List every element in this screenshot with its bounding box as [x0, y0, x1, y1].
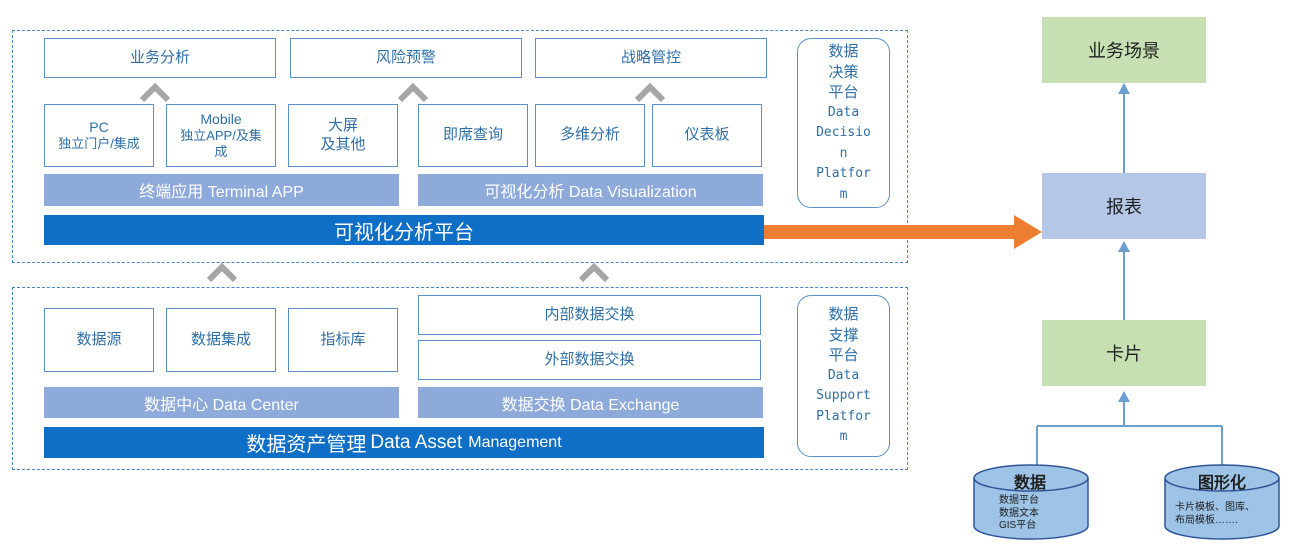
arrow-up-icon	[1118, 241, 1130, 252]
side-text: Data	[827, 104, 860, 120]
side-text: n	[839, 145, 848, 161]
data-visualization-bar: 可视化分析 Data Visualization	[418, 174, 763, 206]
business-scenario-box: 业务场景	[1042, 17, 1206, 83]
chevron-up-icon	[579, 262, 609, 282]
side-text: m	[839, 429, 848, 445]
decision-platform-frame	[12, 30, 908, 263]
app-mobile-title: Mobile	[200, 110, 242, 127]
external-exchange-box: 外部数据交换	[418, 340, 761, 380]
chevron-up-icon	[635, 82, 665, 102]
db-data-lines: 数据平台 数据文本 GIS平台	[999, 495, 1079, 533]
app-big-screen: 大屏 及其他	[288, 104, 398, 167]
support-platform-frame	[12, 287, 908, 470]
db-graphic-line: 布局模板…….	[1175, 514, 1238, 526]
decision-platform-label: 数据 决策 平台 Data Decisio n Platfor m	[797, 38, 890, 208]
flow-connectors	[1036, 83, 1223, 470]
app-pc: PC 独立门户/集成	[44, 104, 154, 167]
report-box: 报表	[1042, 173, 1206, 239]
side-text: Decisio	[816, 125, 871, 140]
database-cylinder-data	[973, 464, 1089, 540]
db-graphic-title: 图形化	[1197, 475, 1246, 492]
app-big-screen-desc: 及其他	[320, 135, 366, 153]
database-cylinder-graphic	[1164, 464, 1280, 540]
db-graphic-line: 卡片模板、图库、	[1175, 502, 1255, 513]
side-text: 支撑	[828, 325, 859, 344]
viz-adhoc-query: 即席查询	[418, 104, 528, 167]
data-center-bar: 数据中心 Data Center	[44, 387, 399, 418]
chevron-up-icon	[207, 262, 237, 282]
app-mobile: Mobile 独立APP/及集成	[166, 104, 276, 167]
app-pc-desc: 独立门户/集成	[58, 136, 140, 152]
asset-bar-zh: 数据资产管理	[246, 434, 367, 456]
data-source-box: 数据源	[44, 308, 154, 372]
app-big-screen-title: 大屏	[327, 116, 358, 134]
side-text: Data	[827, 367, 860, 383]
side-text: 数据	[828, 305, 859, 324]
side-text: 数据	[828, 42, 859, 60]
app-pc-title: PC	[89, 118, 109, 135]
support-platform-label: 数据 支撑 平台 Data Support Platfor m	[797, 295, 890, 457]
chevron-up-icon	[140, 82, 170, 102]
viz-dashboard: 仪表板	[652, 104, 762, 167]
arrow-right-icon	[764, 215, 1042, 249]
viz-multidim-analysis: 多维分析	[535, 104, 645, 167]
scenario-strategy-control: 战略管控	[535, 38, 767, 78]
side-text: 平台	[828, 346, 859, 365]
asset-bar-en2: Management	[468, 433, 562, 451]
card-box: 卡片	[1042, 320, 1206, 386]
scenario-business-analysis: 业务分析	[44, 38, 276, 78]
side-text: 平台	[828, 83, 859, 101]
asset-bar-en1: Data Asset	[370, 431, 463, 453]
side-text: Platfor	[816, 166, 871, 181]
side-text: m	[839, 186, 848, 202]
db-data-line: GIS平台	[999, 520, 1037, 531]
terminal-app-bar: 终端应用 Terminal APP	[44, 174, 399, 206]
db-graphic-lines: 卡片模板、图库、 布局模板…….	[1175, 502, 1275, 527]
visualization-platform-bar: 可视化分析平台	[44, 215, 764, 245]
data-asset-management-bar: 数据资产管理 Data Asset Management	[44, 427, 764, 458]
arrow-up-icon	[1118, 391, 1130, 402]
side-text: Support	[816, 388, 871, 404]
internal-exchange-box: 内部数据交换	[418, 295, 761, 335]
arrow-up-icon	[1118, 83, 1130, 94]
data-exchange-bar: 数据交换 Data Exchange	[418, 387, 763, 418]
data-integration-box: 数据集成	[166, 308, 276, 372]
db-data-line: 数据文本	[999, 507, 1039, 519]
side-text: 决策	[828, 62, 859, 81]
side-text: Platfor	[816, 408, 871, 424]
app-mobile-desc: 独立APP/及集成	[180, 128, 262, 160]
db-data-line: 数据平台	[999, 495, 1039, 506]
indicator-library-box: 指标库	[288, 308, 398, 372]
chevron-up-icon	[398, 82, 428, 102]
db-data-title: 数据	[1013, 475, 1046, 492]
scenario-risk-warning: 风险预警	[290, 38, 522, 78]
